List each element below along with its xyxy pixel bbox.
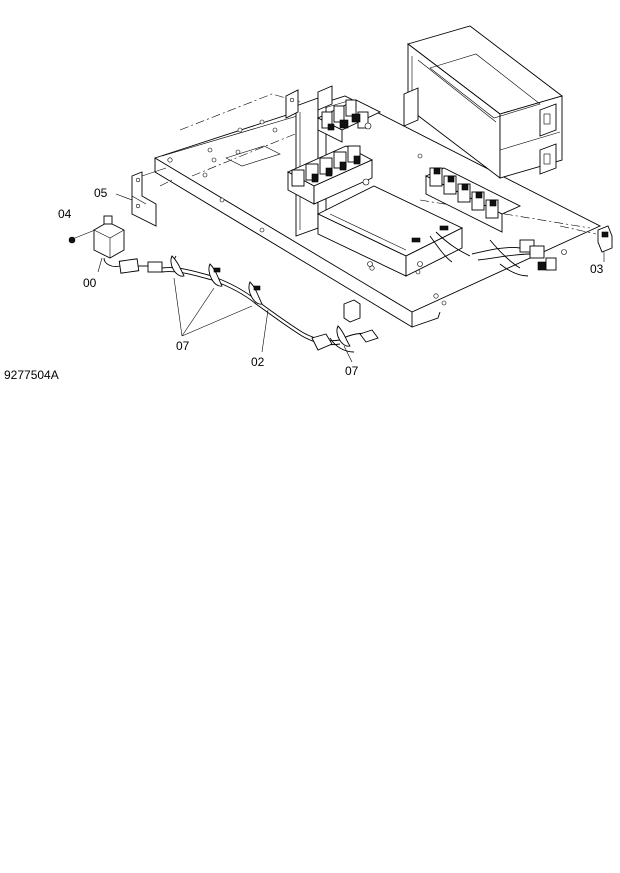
callout-labels: 05 04 00 07 02 07 03 xyxy=(58,186,604,378)
callout-03: 03 xyxy=(590,262,604,276)
callout-04: 04 xyxy=(58,207,72,221)
callout-07-left: 07 xyxy=(176,339,190,353)
leader-lines xyxy=(97,193,353,363)
controller-box xyxy=(316,185,471,277)
upper-relay-block xyxy=(316,99,382,143)
figure-id: 9277504A xyxy=(4,368,59,382)
callout-00: 00 xyxy=(83,276,97,290)
right-connector-cluster xyxy=(471,239,567,277)
callout-02: 02 xyxy=(251,355,265,369)
part-00-relay-unit xyxy=(93,215,125,267)
part-03-connector xyxy=(559,225,613,262)
callout-05: 05 xyxy=(94,186,108,200)
part-05-bracket xyxy=(131,167,167,227)
right-relay-row xyxy=(424,167,522,233)
callout-07-right: 07 xyxy=(345,364,359,378)
mid-relay-block xyxy=(286,145,374,205)
ecu-unit xyxy=(403,25,563,179)
part-07-clips xyxy=(170,255,351,347)
